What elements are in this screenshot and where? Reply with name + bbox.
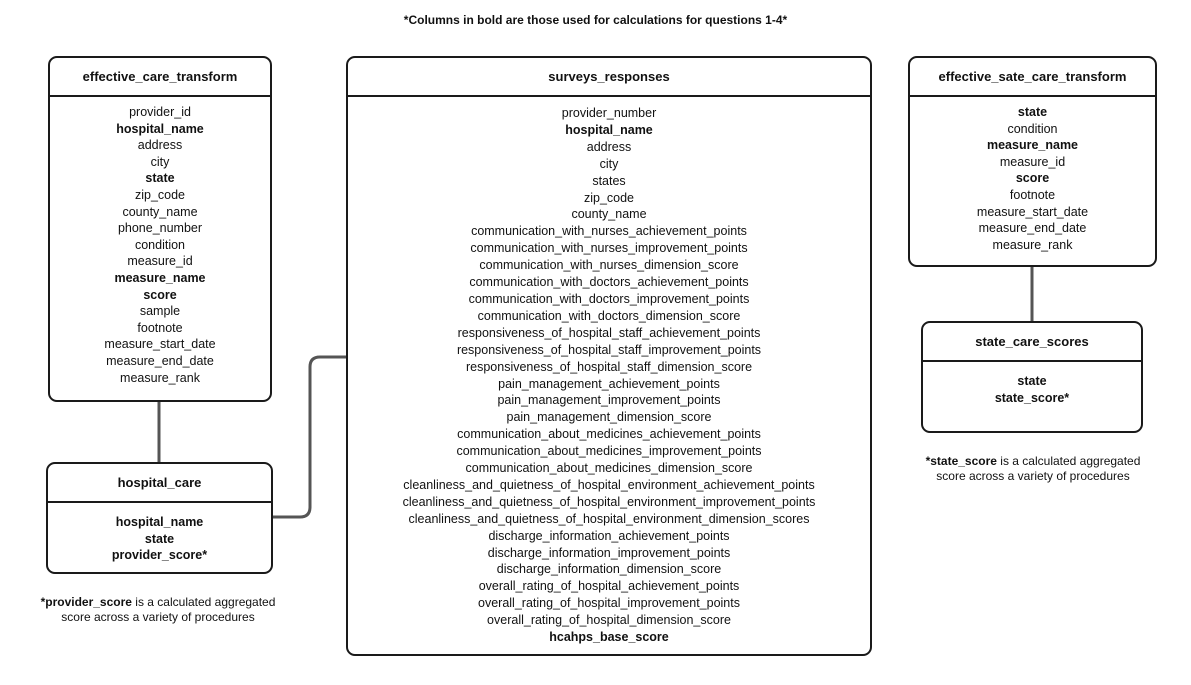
field-row: zip_code <box>134 187 186 202</box>
field-row: discharge_information_achievement_points <box>488 528 730 543</box>
field-row: discharge_information_improvement_points <box>487 545 731 560</box>
field-row: city <box>599 156 619 171</box>
field-row: measure_id <box>127 254 193 269</box>
field-row: city <box>150 154 170 169</box>
field-row: measure_name <box>114 270 206 285</box>
footnote-term: *state_score <box>925 454 997 468</box>
field-row: state <box>145 171 175 186</box>
field-row: address <box>137 138 183 153</box>
field-row: communication_with_doctors_improvement_p… <box>468 291 750 306</box>
field-row: cleanliness_and_quietness_of_hospital_en… <box>408 511 810 526</box>
field-row: zip_code <box>583 190 635 205</box>
field-row: measure_start_date <box>104 337 216 352</box>
table-state-care-scores: state_care_scores state state_score* <box>921 321 1143 433</box>
field-row: hospital_name <box>116 121 204 136</box>
connector-hospital-care-to-surveys <box>272 355 347 519</box>
field-row: footnote <box>137 320 183 335</box>
field-row: communication_about_medicines_dimension_… <box>465 461 753 476</box>
provider-score-footnote: *provider_score is a calculated aggregat… <box>28 595 288 625</box>
footnote-text: is a calculated aggregated score across … <box>61 595 276 624</box>
field-row: state <box>1017 374 1047 388</box>
field-row: condition <box>1007 121 1058 136</box>
field-row: provider_id <box>129 105 191 119</box>
field-row: cleanliness_and_quietness_of_hospital_en… <box>402 494 816 509</box>
field-row: score <box>143 287 177 302</box>
field-row: measure_rank <box>992 237 1073 252</box>
field-row: measure_name <box>986 138 1079 153</box>
field-row: measure_rank <box>120 370 200 385</box>
table-title: surveys_responses <box>348 58 870 97</box>
field-row: county_name <box>122 204 198 219</box>
field-row: pain_management_achievement_points <box>498 376 720 391</box>
field-row: state <box>144 531 175 546</box>
field-row: county_name <box>571 207 647 222</box>
table-fields: state state_score* <box>923 362 1141 406</box>
field-row: overall_rating_of_hospital_dimension_sco… <box>487 613 731 628</box>
footnote-text: is a calculated aggregated score across … <box>936 454 1141 483</box>
table-title: state_care_scores <box>923 323 1141 362</box>
field-row: measure_end_date <box>106 353 214 368</box>
field-row: measure_end_date <box>978 221 1087 236</box>
diagram-note: *Columns in bold are those used for calc… <box>403 13 788 27</box>
field-row: responsiveness_of_hospital_staff_achieve… <box>457 325 761 340</box>
field-row: state <box>1017 105 1048 119</box>
field-row: overall_rating_of_hospital_achievement_p… <box>478 579 740 594</box>
field-row: state_score* <box>994 390 1070 405</box>
field-row: responsiveness_of_hospital_staff_improve… <box>456 342 762 357</box>
field-row: pain_management_improvement_points <box>497 393 721 408</box>
field-row: communication_with_doctors_achievement_p… <box>469 275 749 290</box>
field-row: provider_score* <box>111 548 208 563</box>
field-row: footnote <box>1009 187 1056 202</box>
field-row: cleanliness_and_quietness_of_hospital_en… <box>403 477 815 492</box>
field-row: provider_number <box>561 106 657 120</box>
field-row: score <box>1015 171 1050 186</box>
field-row: states <box>592 173 626 188</box>
field-row: discharge_information_dimension_score <box>496 562 722 577</box>
field-row: communication_with_nurses_achievement_po… <box>471 224 747 239</box>
field-row: measure_id <box>999 154 1066 169</box>
field-row: hcahps_base_score <box>549 630 669 645</box>
field-row: hospital_name <box>115 515 204 529</box>
field-row: communication_about_medicines_improvemen… <box>456 444 762 459</box>
state-score-footnote: *state_score is a calculated aggregated … <box>915 454 1151 484</box>
field-row: communication_with_doctors_dimension_sco… <box>477 308 741 323</box>
field-row: address <box>586 139 632 154</box>
field-row: responsiveness_of_hospital_staff_dimensi… <box>465 359 753 374</box>
field-row: hospital_name <box>565 122 653 137</box>
table-title: effective_care_transform <box>50 58 270 97</box>
field-row: overall_rating_of_hospital_improvement_p… <box>478 596 740 611</box>
field-row: measure_start_date <box>976 204 1089 219</box>
table-effective-sate-care-transform: effective_sate_care_transform state condi… <box>908 56 1157 267</box>
field-row: communication_with_nurses_dimension_scor… <box>479 258 739 273</box>
table-title: hospital_care <box>48 464 271 503</box>
footnote-term: *provider_score <box>40 595 132 609</box>
table-title: effective_sate_care_transform <box>910 58 1155 97</box>
field-row: pain_management_dimension_score <box>506 410 712 425</box>
field-row: communication_with_nurses_improvement_po… <box>470 241 748 256</box>
field-row: communication_about_medicines_achievemen… <box>457 427 761 442</box>
field-row: sample <box>139 304 181 319</box>
field-row: phone_number <box>117 221 203 236</box>
field-row: condition <box>134 237 186 252</box>
